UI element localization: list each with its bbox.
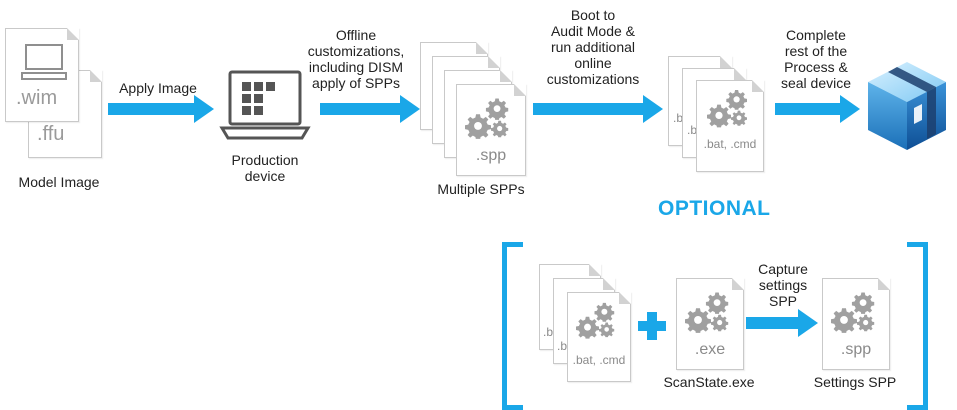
exe-ext: .exe [694, 341, 726, 358]
optional-bracket-left [502, 242, 523, 410]
optional-bracket-right [907, 242, 928, 410]
ffu-ext: .ffu [37, 123, 65, 145]
package-icon [868, 62, 946, 150]
opt-script-ext: .bat, .cmd [572, 353, 626, 367]
complete-label: Complete rest of the Process & seal devi… [780, 27, 852, 91]
script-ext: .bat, .cmd [703, 137, 757, 151]
partial-ext: .b [543, 325, 554, 339]
partial-ext: .b [557, 339, 568, 353]
monitor-icon [21, 44, 67, 80]
production-device-label: Production device [231, 152, 299, 184]
script-doc-front: .bat, .cmd [696, 80, 764, 172]
opt-script-doc-front: .bat, .cmd [567, 292, 631, 382]
plus-icon [638, 312, 666, 340]
offline-label: Offline customizations, including DISM a… [307, 27, 405, 91]
multiple-spps-label: Multiple SPPs [437, 181, 525, 197]
gear-icon [685, 291, 737, 335]
arrow-right-icon [533, 95, 663, 123]
capture-label: Capture settings SPP [758, 261, 808, 309]
spp-doc-front: .spp [456, 84, 526, 176]
arrow-right-icon [320, 95, 420, 123]
laptop-icon [219, 70, 311, 140]
boot-audit-label: Boot to Audit Mode & run additional onli… [546, 7, 640, 87]
optional-title: OPTIONAL [658, 197, 771, 220]
gear-icon [707, 89, 755, 129]
scanstate-doc: .exe [676, 278, 744, 370]
spp-ext: .spp [475, 147, 507, 164]
scanstate-label: ScanState.exe [663, 374, 755, 390]
arrow-right-icon [775, 95, 860, 123]
gear-icon [576, 301, 622, 341]
gear-icon [465, 97, 517, 141]
settings-spp-label: Settings SPP [813, 374, 897, 390]
wim-ext: .wim [16, 87, 58, 109]
apply-image-label: Apply Image [119, 80, 197, 96]
model-image-label: Model Image [18, 174, 100, 190]
settings-spp-ext: .spp [840, 341, 872, 358]
wim-file-doc: .wim [5, 28, 79, 122]
gear-icon [831, 291, 883, 335]
arrow-right-icon [108, 95, 214, 123]
settings-spp-doc: .spp [822, 278, 890, 370]
arrow-right-icon [746, 309, 818, 337]
partial-ext: .b [673, 111, 684, 125]
partial-ext: .b [687, 123, 698, 137]
